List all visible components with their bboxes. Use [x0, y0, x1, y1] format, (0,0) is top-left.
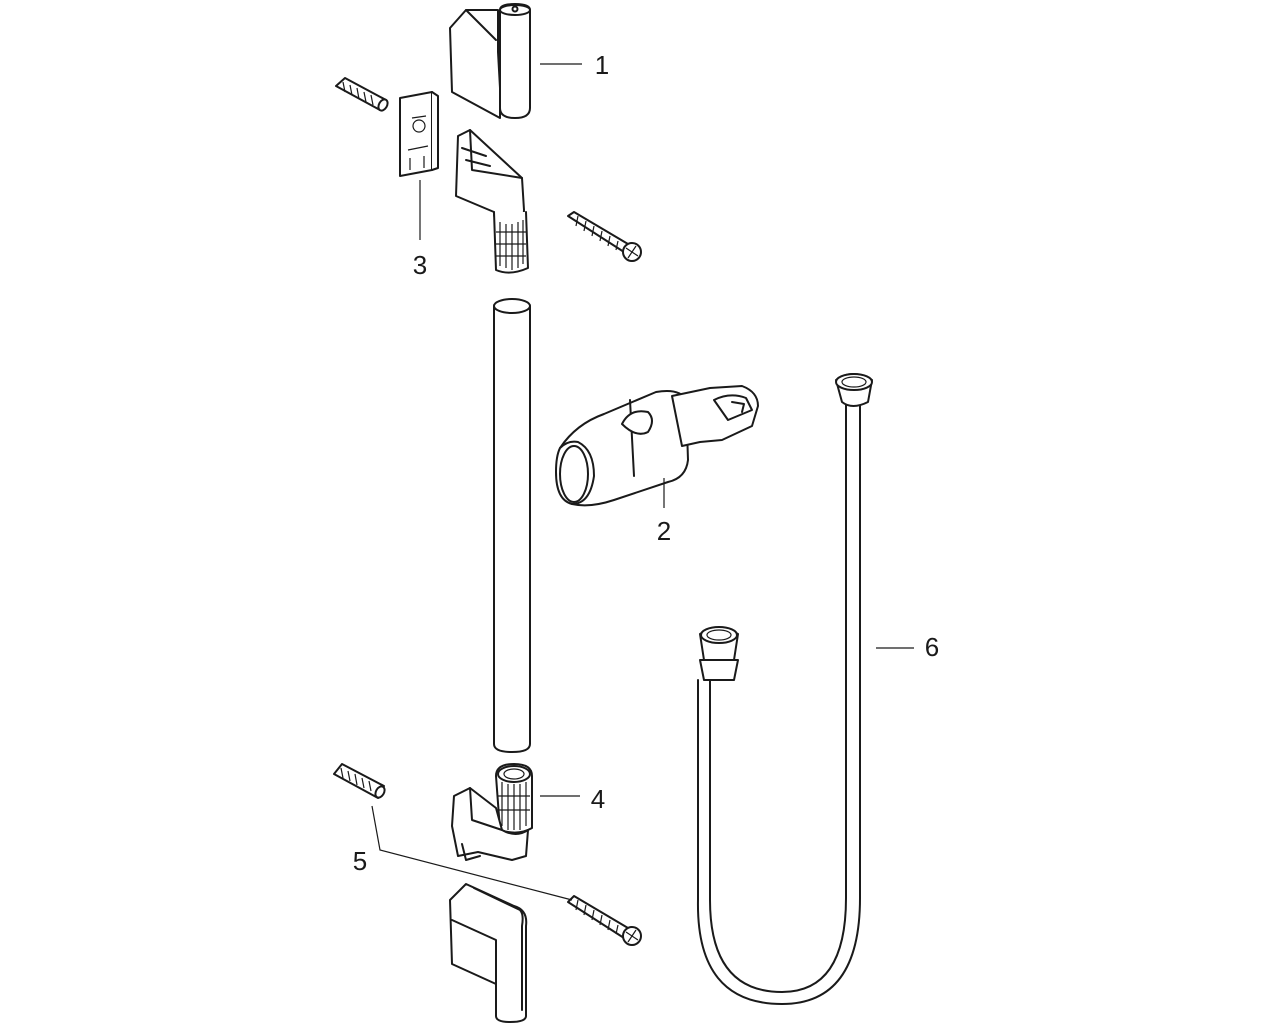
bottom-wall-bracket: [451, 763, 533, 861]
bottom-screw: [567, 895, 642, 946]
bottom-wall-plug: [333, 763, 386, 799]
shower-hose: [696, 373, 873, 1005]
top-wall-plug: [335, 77, 389, 112]
part-label-5: 5: [353, 846, 367, 876]
top-cover-cap: [449, 3, 531, 119]
rail-slider: [555, 385, 759, 507]
bottom-cover-cap: [449, 883, 528, 1023]
part-label-2: 2: [657, 516, 671, 546]
top-wall-bracket: [455, 129, 529, 274]
part-label-1: 1: [595, 50, 609, 80]
part-label-3: 3: [413, 250, 427, 280]
leader-lines: [371, 63, 914, 901]
top-screw: [567, 211, 642, 262]
part-label-4: 4: [591, 784, 605, 814]
mounting-plate: [399, 91, 439, 177]
shower-rail: [493, 298, 531, 753]
part-label-6: 6: [925, 632, 939, 662]
